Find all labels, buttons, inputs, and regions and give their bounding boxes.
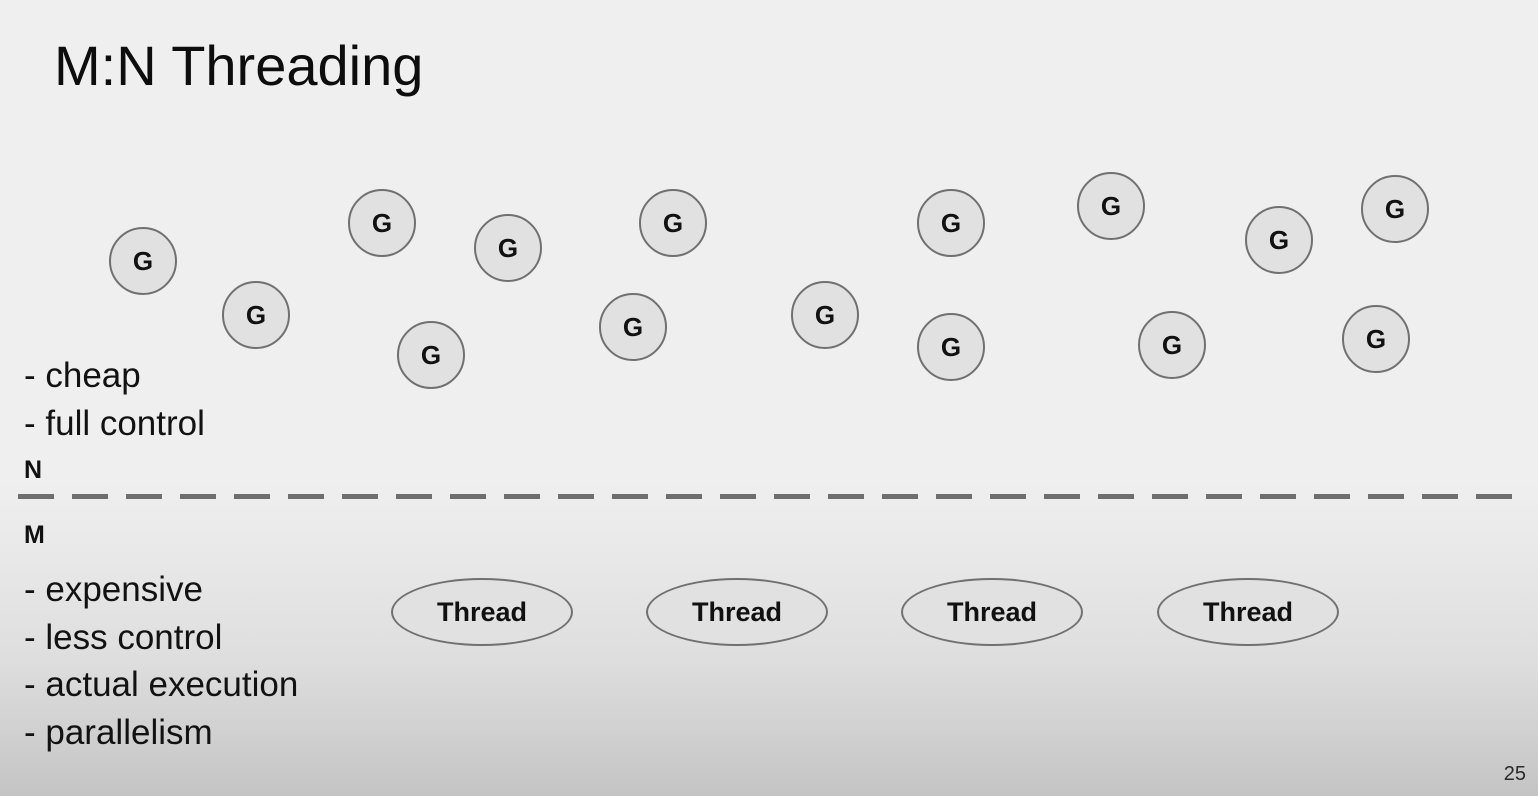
goroutine-node: G [222, 281, 290, 349]
goroutine-node: G [639, 189, 707, 257]
goroutine-node: G [917, 189, 985, 257]
goroutine-node: G [1138, 311, 1206, 379]
slide-title: M:N Threading [54, 34, 424, 97]
goroutine-node: G [1245, 206, 1313, 274]
thread-node: Thread [901, 578, 1083, 646]
bullet-item: - actual execution [24, 665, 299, 705]
n-bullet-list: - cheap - full control [24, 352, 205, 447]
goroutine-node: G [109, 227, 177, 295]
bullet-item: - less control [24, 617, 223, 657]
goroutine-node: G [348, 189, 416, 257]
goroutine-node: G [917, 313, 985, 381]
goroutine-node: G [1361, 175, 1429, 243]
goroutine-node: G [397, 321, 465, 389]
m-bullet-list: - expensive - less control - actual exec… [24, 566, 298, 757]
goroutine-node: G [599, 293, 667, 361]
m-label: M [24, 521, 45, 549]
goroutine-node: G [474, 214, 542, 282]
slide-number: 25 [1503, 763, 1526, 785]
goroutine-node: G [1077, 172, 1145, 240]
thread-node: Thread [1157, 578, 1339, 646]
bullet-item: - expensive [24, 570, 203, 609]
bullet-item: - full control [24, 403, 205, 443]
dashed-divider [18, 494, 1523, 499]
thread-node: Thread [391, 578, 573, 646]
goroutine-node: G [1342, 305, 1410, 373]
goroutine-node: G [791, 281, 859, 349]
thread-node: Thread [646, 578, 828, 646]
bullet-item: - cheap [24, 356, 141, 395]
n-label: N [24, 456, 43, 484]
bullet-item: - parallelism [24, 713, 213, 753]
